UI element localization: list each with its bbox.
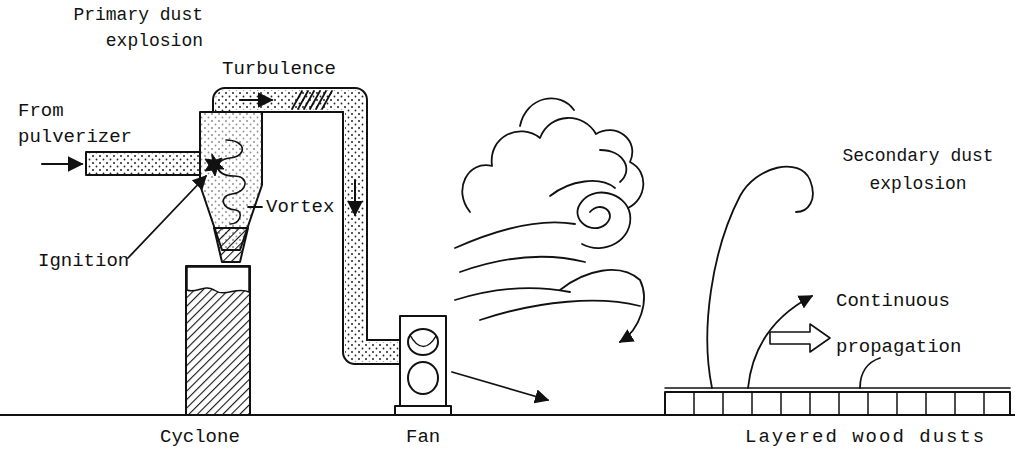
vortex-label: Vortex	[266, 194, 334, 220]
fan-housing	[400, 316, 446, 406]
layer-divider	[925, 392, 927, 415]
ignition-label-text: Ignition	[38, 248, 129, 274]
turbulence-label: Turbulence	[222, 56, 336, 82]
fan-label-text: Fan	[406, 424, 440, 450]
layer-divider	[896, 392, 898, 415]
cyclone-label-text: Cyclone	[160, 424, 240, 450]
inlet-label: From pulverizer	[18, 98, 140, 150]
cyclone-discharge	[214, 228, 248, 262]
wood-dust-label: Layered wood dusts	[745, 424, 986, 450]
turbulence-label-text: Turbulence	[222, 56, 336, 82]
cyclone-label: Cyclone	[160, 424, 240, 450]
ignition-label: Ignition	[38, 248, 129, 274]
inlet-arrow	[42, 163, 82, 165]
wood-dust-layer	[665, 392, 1010, 415]
fan-rotor	[408, 362, 438, 394]
primary-explosion-cloud	[452, 98, 644, 400]
dust-hopper	[186, 266, 250, 415]
vortex-label-text: Vortex	[266, 194, 334, 220]
vortex-swirl	[218, 140, 245, 224]
propagation-label-text: Continuous propagation	[836, 278, 976, 370]
ignition-leader	[128, 176, 206, 258]
layer-divider	[722, 392, 724, 415]
layer-divider	[954, 392, 956, 415]
primary-explosion-label-text: Primary dust explosion	[38, 2, 203, 54]
ignition-point	[205, 154, 224, 176]
flow-arrow	[240, 99, 272, 101]
fan-rotor	[408, 329, 438, 355]
layer-divider	[693, 392, 695, 415]
fan-label: Fan	[406, 424, 440, 450]
flow-arrow	[354, 180, 356, 215]
vortex-leader	[248, 206, 262, 208]
propagation-label: Continuous propagation	[836, 278, 976, 370]
layer-divider	[751, 392, 753, 415]
inlet-duct	[86, 152, 202, 175]
primary-explosion-label: Primary dust explosion	[38, 2, 203, 54]
secondary-explosion-label: Secondary dust explosion	[832, 142, 1004, 198]
inlet-label-text: From pulverizer	[18, 98, 140, 150]
propagation-arrow	[770, 324, 830, 352]
layer-divider	[780, 392, 782, 415]
fan-base	[395, 406, 451, 415]
layer-divider	[983, 392, 985, 415]
secondary-explosion-label-text: Secondary dust explosion	[832, 142, 1004, 198]
layer-divider	[867, 392, 869, 415]
layer-divider	[809, 392, 811, 415]
layer-divider	[838, 392, 840, 415]
turbulence-hatch	[292, 91, 332, 109]
wood-dust-label-text: Layered wood dusts	[745, 424, 986, 450]
